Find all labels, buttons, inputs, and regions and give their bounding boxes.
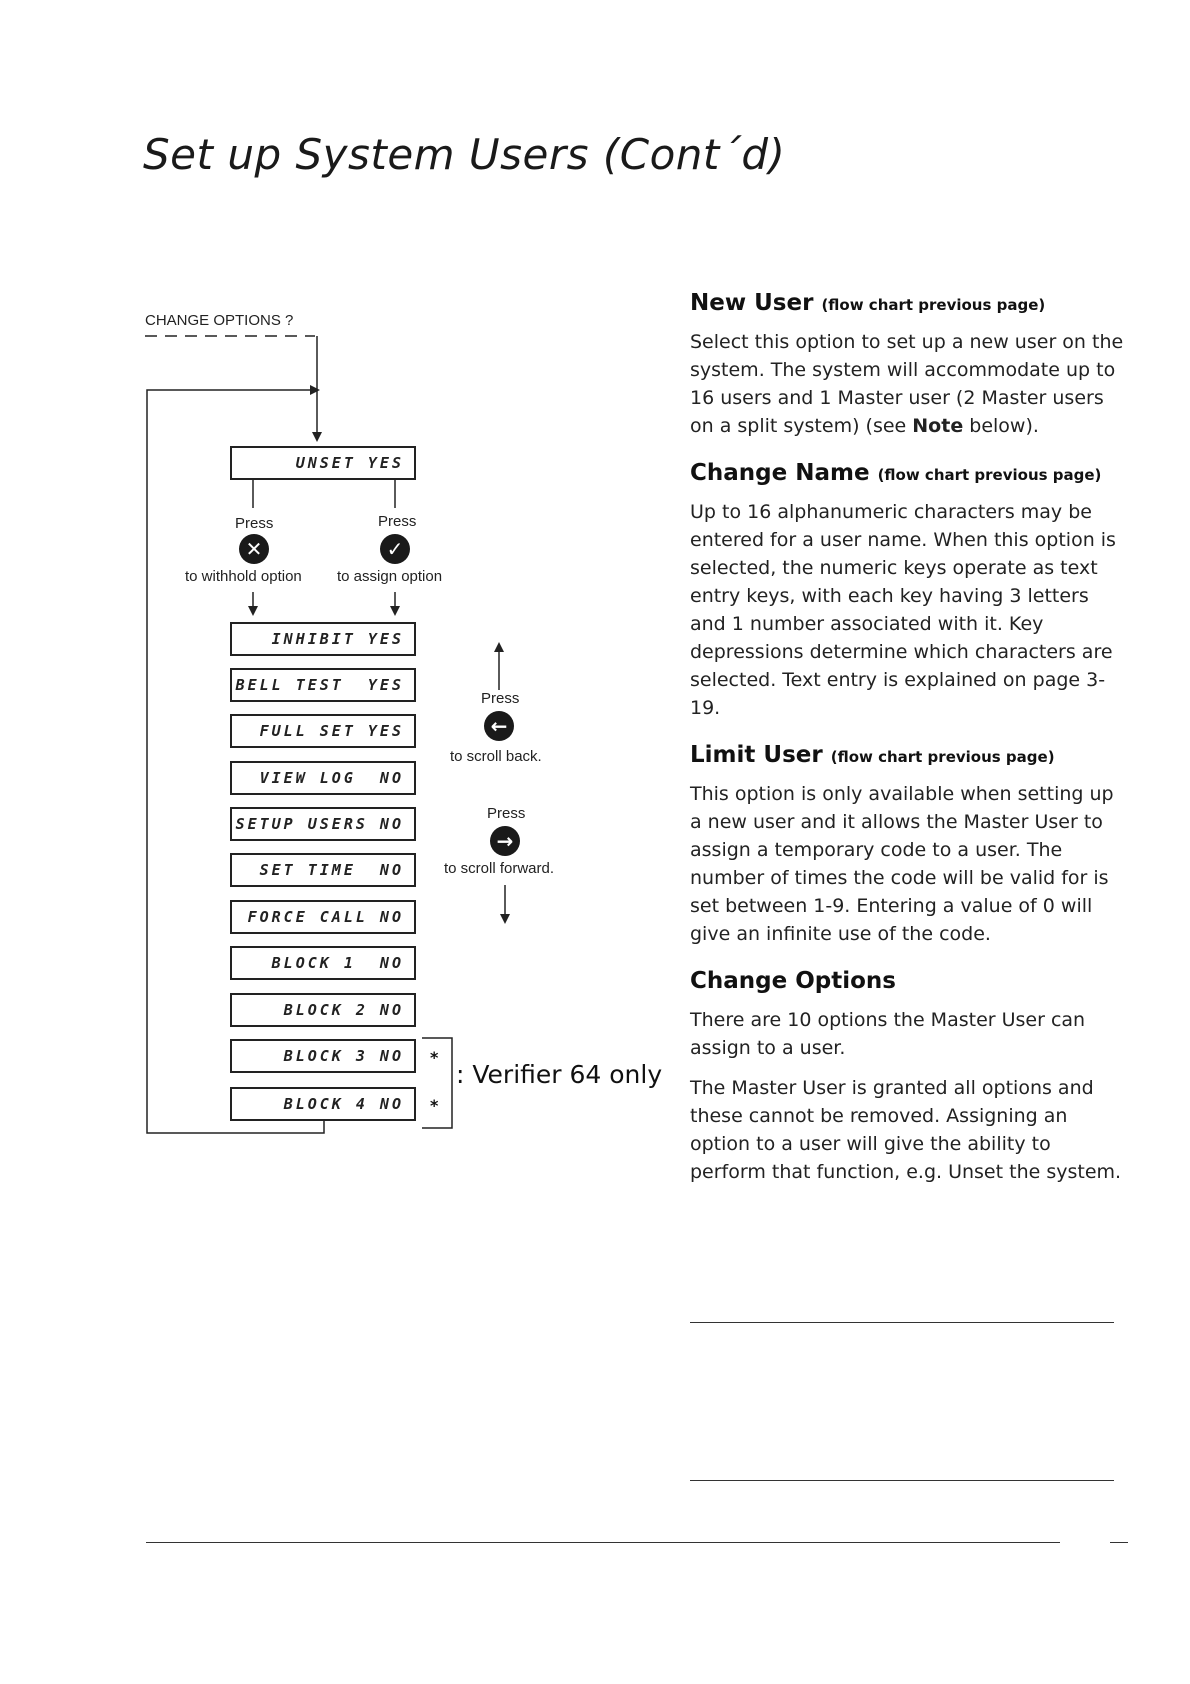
section-change-name: Change Name (flow chart previous page) U… [690, 460, 1130, 722]
scroll-back-press: Press [481, 690, 520, 707]
section-heading: Change Name (flow chart previous page) [690, 460, 1102, 486]
section-limit-user: Limit User (flow chart previous page) Th… [690, 742, 1130, 948]
section-paragraph: Up to 16 alphanumeric characters may be … [690, 501, 1116, 719]
arrow-right-icon[interactable]: → [490, 826, 520, 856]
footer-rule [146, 1542, 1060, 1543]
page-title: Set up System Users (Cont´d) [143, 130, 786, 179]
display-option: BLOCK 4 NO [230, 1087, 416, 1121]
divider [690, 1322, 1114, 1323]
display-option: BLOCK 3 NO [230, 1039, 416, 1073]
display-option: INHIBIT YES [230, 622, 416, 656]
section-heading: Limit User (flow chart previous page) [690, 742, 1055, 768]
x-icon[interactable]: ✕ [239, 534, 269, 564]
section-paragraph: This option is only available when setti… [690, 783, 1114, 945]
section-heading: New User (flow chart previous page) [690, 290, 1046, 316]
star-mark: * [430, 1096, 439, 1115]
section-paragraph: The Master User is granted all options a… [690, 1077, 1122, 1183]
scroll-back-caption: to scroll back. [450, 748, 542, 765]
display-option: FULL SET YES [230, 714, 416, 748]
section-paragraph: There are 10 options the Master User can… [690, 1009, 1086, 1059]
display-option: SETUP USERS NO [230, 807, 416, 841]
section-new-user: New User (flow chart previous page) Sele… [690, 290, 1130, 440]
footer-rule-short [1110, 1542, 1128, 1543]
assign-caption: to assign option [337, 568, 443, 585]
withhold-caption: to withhold option [185, 568, 302, 585]
display-option: FORCE CALL NO [230, 900, 416, 934]
press-left-label: Press [235, 515, 274, 532]
start-label: CHANGE OPTIONS ? [145, 312, 294, 329]
press-right-label: Press [378, 513, 417, 530]
right-column: New User (flow chart previous page) Sele… [690, 290, 1130, 1206]
verifier-note: : Verifier 64 only [456, 1060, 663, 1089]
display-unset: UNSET YES [230, 446, 416, 480]
section-paragraph: Select this option to set up a new user … [690, 331, 1124, 437]
star-mark: * [430, 1048, 439, 1067]
scroll-forward-press: Press [487, 805, 526, 822]
divider [690, 1480, 1114, 1481]
check-icon[interactable]: ✓ [380, 534, 410, 564]
display-option: BLOCK 2 NO [230, 993, 416, 1027]
arrow-left-icon[interactable]: ← [484, 711, 514, 741]
display-option: BLOCK 1 NO [230, 946, 416, 980]
section-change-options: Change Options There are 10 options the … [690, 968, 1130, 1186]
display-option: SET TIME NO [230, 853, 416, 887]
scroll-forward-caption: to scroll forward. [444, 860, 555, 877]
display-option: VIEW LOG NO [230, 761, 416, 795]
display-option: BELL TEST YES [230, 668, 416, 702]
section-heading: Change Options [690, 968, 896, 994]
